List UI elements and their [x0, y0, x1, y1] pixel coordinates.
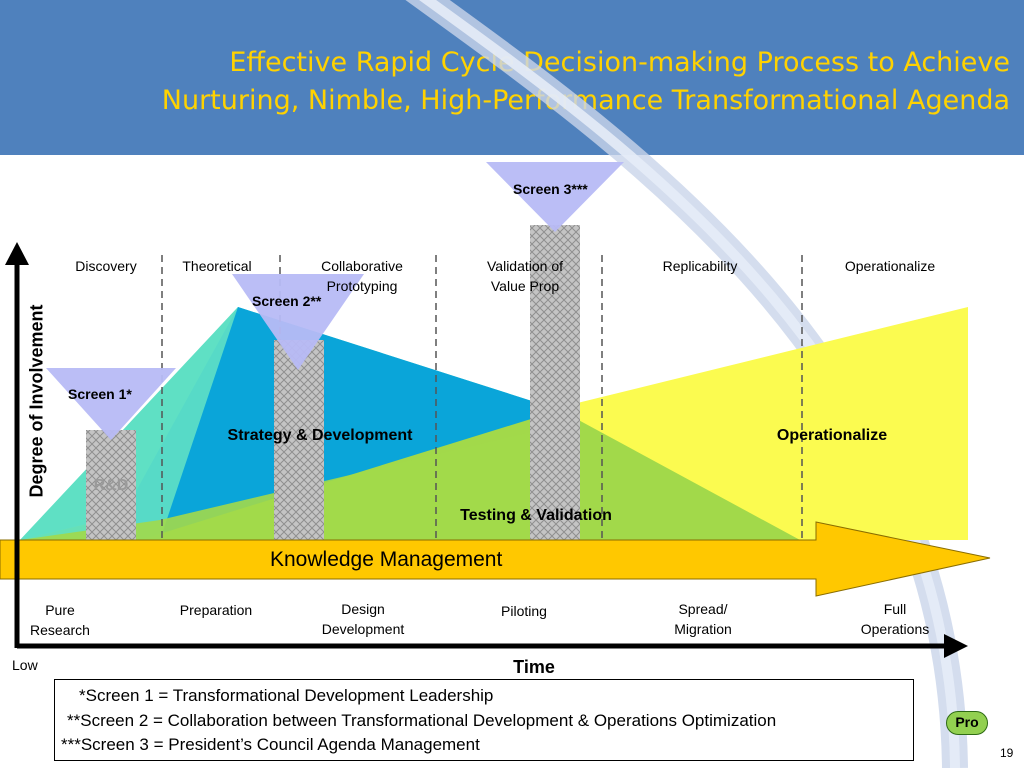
phase-validation-value-prop: Validation of Value Prop: [487, 256, 563, 296]
screen-1-column: [86, 430, 136, 540]
stage-design-line-1: Design: [341, 601, 385, 617]
slide-title: Effective Rapid Cycle Decision-making Pr…: [162, 44, 1010, 120]
strategy-development-label: Strategy & Development: [227, 427, 413, 444]
testing-validation-label: Testing & Validation: [460, 507, 612, 524]
phase-operationalize: Operationalize: [844, 258, 936, 274]
stage-preparation: Preparation: [179, 602, 253, 618]
screen-3-funnel-icon: [486, 162, 624, 232]
rd-region-front: [20, 307, 238, 540]
low-label: Low: [12, 657, 38, 673]
pro-badge: Pro: [946, 711, 988, 735]
page-number: 19: [1000, 746, 1014, 760]
testing-region-front: [20, 430, 540, 540]
stage-piloting: Piloting: [501, 603, 547, 619]
screen-3-label: Screen 3***: [513, 181, 588, 197]
y-axis-arrowhead: [5, 242, 29, 265]
stage-pure-line-2: Research: [30, 622, 90, 638]
knowledge-management-arrow: [0, 521, 991, 597]
y-axis-label: Degree of Involvement: [26, 304, 47, 498]
screen-3-column: [530, 225, 580, 540]
phase-collaborative-line-2: Prototyping: [326, 278, 398, 294]
legend-screen-2: **Screen 2 = Collaboration between Trans…: [67, 711, 777, 730]
stage-design-development: Design Development: [322, 599, 405, 639]
stage-full-operations: Full Operations: [861, 599, 929, 639]
stage-spread-migration: Spread/ Migration: [674, 599, 732, 639]
phase-theoretical: Theoretical: [182, 258, 252, 274]
phase-discovery: Discovery: [75, 258, 137, 274]
phase-validation-line-2: Value Prop: [490, 278, 560, 294]
phase-separators: [161, 255, 803, 552]
screen-1-label: Screen 1*: [68, 386, 132, 402]
screen-2-column: [274, 340, 324, 540]
stage-full-line-2: Operations: [860, 621, 930, 637]
x-axis-arrowhead: [944, 634, 968, 658]
phase-replicability: Replicability: [662, 258, 738, 274]
decorative-swoosh-highlight: [419, 0, 960, 768]
phase-collaborative-line-1: Collaborative: [321, 258, 403, 274]
stage-spread-line-1: Spread/: [678, 601, 728, 617]
legend-screen-1: *Screen 1 = Transformational Development…: [79, 686, 494, 705]
phase-collaborative-prototyping: Collaborative Prototyping: [321, 256, 403, 296]
legend-box: *Screen 1 = Transformational Development…: [54, 679, 914, 761]
operationalize-label: Operationalize: [776, 427, 888, 444]
stage-pure-line-1: Pure: [45, 602, 75, 618]
knowledge-management-label: Knowledge Management: [270, 548, 503, 571]
rd-label: R&D: [93, 477, 129, 494]
stage-design-line-2: Development: [321, 621, 405, 637]
stage-pure-research: Pure Research: [30, 600, 90, 640]
header-banner: Effective Rapid Cycle Decision-making Pr…: [0, 0, 1024, 155]
title-line-1: Effective Rapid Cycle Decision-making Pr…: [229, 47, 1010, 78]
stage-spread-line-2: Migration: [674, 621, 732, 637]
stage-full-line-1: Full: [883, 601, 907, 617]
x-axis-label: Time: [513, 657, 555, 677]
legend-screen-3: ***Screen 3 = President’s Council Agenda…: [61, 735, 480, 754]
screen-2-funnel-icon: [232, 274, 364, 370]
strategy-development-region: [120, 307, 560, 540]
screen-2-label: Screen 2**: [252, 293, 322, 309]
phase-validation-line-1: Validation of: [486, 258, 564, 274]
screen-1-funnel-icon: [46, 368, 176, 440]
